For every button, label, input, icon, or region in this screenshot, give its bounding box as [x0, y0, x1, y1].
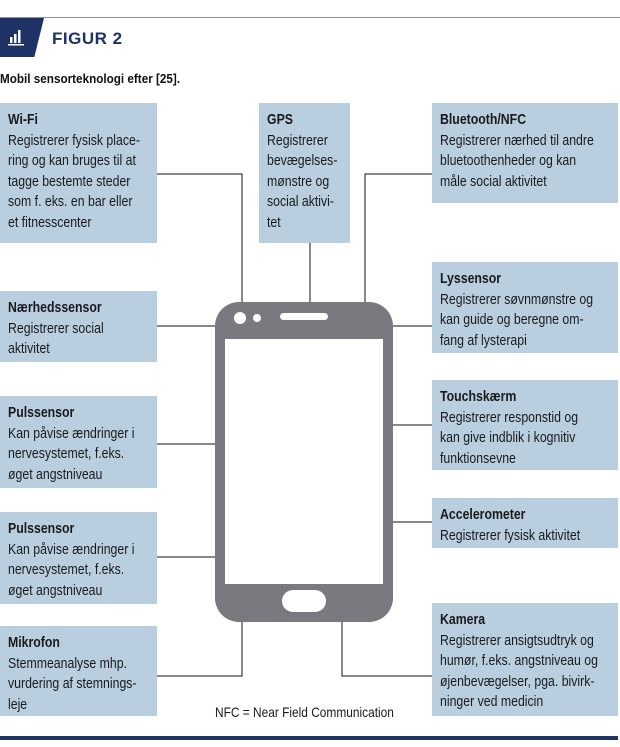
- footnote: NFC = Near Field Communication: [215, 704, 394, 720]
- camera-icon: [234, 312, 246, 324]
- sensor-description-line: fang af lysterapi: [440, 331, 527, 349]
- sensor-description-line: aktivitet: [8, 340, 50, 357]
- connector-bluetooth: [364, 173, 432, 303]
- sensor-description-line: ninger ved medicin: [440, 693, 544, 710]
- phone-screen: [225, 339, 383, 584]
- sensor-title: Pulssensor: [8, 404, 75, 421]
- figure-title: FIGUR 2: [52, 29, 123, 48]
- sensor-title: Kamera: [440, 611, 486, 628]
- sensor-description-line: Registrerer søvnmønstre og: [440, 290, 594, 308]
- sensor-description-line: funktionsevne: [440, 449, 516, 467]
- sensor-description-line: Registrerer fysisk aktivitet: [440, 526, 581, 544]
- sensor-description-line: tagge bestemte steder: [8, 172, 131, 190]
- connector-wifi: [157, 173, 243, 303]
- sensor-icon: [253, 314, 261, 322]
- sensor-description-line: øjenbevægelser, pga. bivirk-: [440, 672, 595, 690]
- sensor-description-line: som f. eks. en bar eller: [8, 193, 133, 210]
- speaker-icon: [280, 313, 328, 320]
- sensor-description-line: Registrerer responstid og: [440, 408, 579, 426]
- home-button: [282, 590, 326, 612]
- sensor-description-line: Registrerer: [267, 131, 328, 149]
- sensor-description-line: nervesystemet, f.eks.: [8, 445, 125, 462]
- sensor-description-line: øget angstniveau: [8, 581, 103, 599]
- sensor-description-line: leje: [8, 695, 28, 713]
- sensor-description-line: Stemmeanalyse mhp.: [8, 654, 127, 672]
- sensor-description-line: mønstre og: [267, 172, 330, 190]
- sensor-description-line: social aktivi-: [267, 193, 334, 210]
- sensor-title: Lyssensor: [440, 270, 502, 287]
- sensor-description-line: kan give indblik i kognitiv: [440, 429, 576, 446]
- sensor-description-line: bluetoothenheder og kan: [440, 152, 577, 169]
- sensor-description-line: Registrerer fysisk place-: [8, 131, 140, 149]
- connector-mikrofon: [157, 620, 243, 677]
- sensor-description-line: Registrerer nærhed til andre: [440, 131, 594, 149]
- sensor-title: Mikrofon: [8, 634, 60, 651]
- phone-illustration: [215, 302, 393, 622]
- connector-kamera: [341, 620, 432, 677]
- sensor-description-line: måle social aktivitet: [440, 172, 547, 190]
- connector-lines: [157, 173, 432, 677]
- sensor-description-line: humør, f.eks. angstniveau og: [440, 652, 598, 669]
- sensor-description-line: kan guide og beregne om-: [440, 311, 584, 328]
- sensor-box-content: Bluetooth/NFC Registrerer nærhed til andr…: [440, 110, 618, 192]
- sensor-title: Nærhedssensor: [8, 299, 102, 316]
- sensor-description-line: ring og kan bruges til at: [8, 152, 136, 169]
- sensor-description-line: Registrerer social: [8, 319, 104, 337]
- bar-chart-icon: [8, 30, 24, 46]
- sensor-description-line: Kan påvise ændringer i: [8, 424, 135, 442]
- sensor-description-line: tet: [267, 213, 281, 231]
- sensor-description-line: vurdering af stemnings-: [8, 675, 137, 692]
- figure-subtitle: Mobil sensorteknologi efter [25].: [0, 71, 181, 86]
- sensor-description-line: Registrerer ansigtsudtryk og: [440, 631, 594, 649]
- sensor-box-gps: GPS Registrerer bevægelses-mønstre og socia…: [259, 103, 350, 243]
- sensor-title: Accelerometer: [440, 506, 526, 523]
- top-rule: [0, 17, 620, 18]
- sensor-description-line: Kan påvise ændringer i: [8, 540, 135, 558]
- sensor-title: Wi-Fi: [8, 111, 38, 128]
- sensor-title: GPS: [267, 111, 293, 128]
- bottom-rule: [0, 736, 618, 740]
- sensor-title: Pulssensor: [8, 520, 75, 537]
- sensor-title: Bluetooth/NFC: [440, 111, 527, 128]
- sensor-box-bluetooth-nfc: Bluetooth/NFC Registrerer nærhed til andr…: [432, 103, 618, 203]
- sensor-description-line: bevægelses-: [267, 152, 338, 169]
- sensor-description-line: øget angstniveau: [8, 465, 103, 483]
- sensor-description-line: nervesystemet, f.eks.: [8, 561, 125, 578]
- sensor-description-line: et fitnesscenter: [8, 213, 92, 231]
- sensor-box-content: GPS Registrerer bevægelses-mønstre og socia…: [267, 110, 350, 233]
- sensor-title: Touchskærm: [440, 388, 517, 405]
